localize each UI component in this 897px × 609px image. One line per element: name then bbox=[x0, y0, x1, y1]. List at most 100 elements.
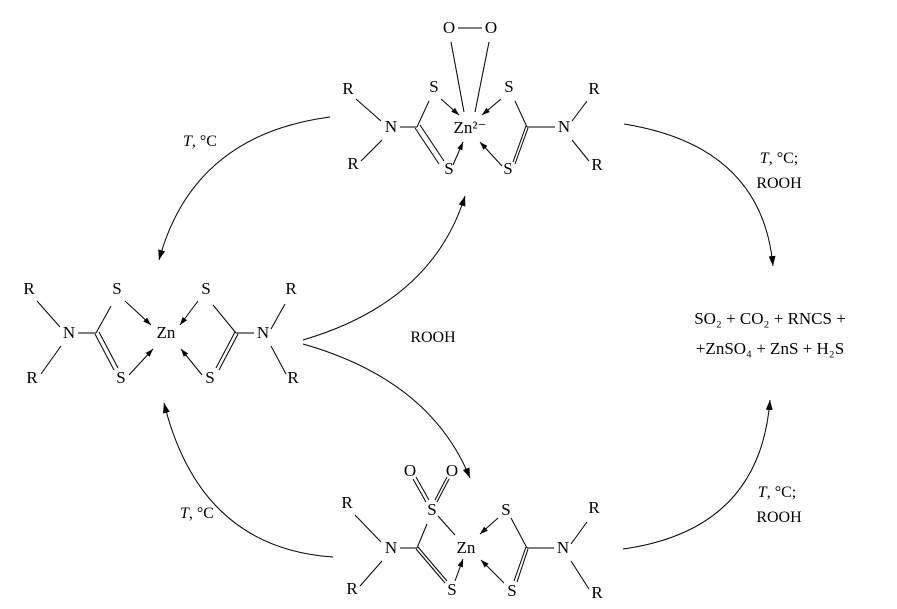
atom-R: R bbox=[588, 498, 600, 517]
label-temp-top-right: T, °C; bbox=[760, 150, 798, 167]
double-bond-c-s bbox=[415, 548, 446, 584]
dative-arrow-s-zn bbox=[128, 348, 154, 376]
double-bond-c-s bbox=[514, 127, 529, 165]
double-bond-c-s bbox=[218, 333, 239, 371]
dative-arrow-s-zn bbox=[124, 300, 152, 326]
bond-r-n bbox=[270, 303, 286, 330]
complex-peroxo-top: O O S S Zn²⁻ S S R R N N R R bbox=[342, 18, 603, 178]
double-bond-c-s bbox=[512, 125, 527, 163]
atom-R: R bbox=[591, 583, 603, 602]
atom-N: N bbox=[257, 323, 269, 342]
atom-S: S bbox=[447, 580, 456, 599]
label-rooh-top-right: ROOH bbox=[756, 175, 802, 192]
atom-S: S bbox=[501, 500, 510, 519]
atom-S: S bbox=[201, 279, 210, 298]
atom-R: R bbox=[26, 368, 38, 387]
dative-arrow-s-zn bbox=[179, 300, 199, 326]
bond-s-zn bbox=[437, 515, 456, 536]
bond-r-n bbox=[36, 300, 61, 328]
dative-arrow-s-zn bbox=[440, 98, 460, 116]
complex-zndtc-left: R R N S S Zn S S N R R bbox=[23, 279, 299, 387]
atom-R: R bbox=[341, 493, 353, 512]
double-bond-c-s bbox=[94, 333, 115, 371]
label-rooh-bottom-right: ROOH bbox=[756, 509, 802, 526]
bond-c-s bbox=[212, 304, 237, 334]
bond-r-n bbox=[570, 560, 590, 590]
bond-r-n bbox=[571, 139, 590, 162]
dative-arrow-s-zn bbox=[180, 348, 203, 376]
double-bond-c-s bbox=[513, 546, 527, 582]
double-bond-s-o bbox=[436, 478, 450, 503]
atom-S: S bbox=[444, 159, 453, 178]
double-bond-c-s bbox=[417, 546, 448, 582]
atom-R: R bbox=[347, 154, 359, 173]
atom-O: O bbox=[446, 461, 458, 480]
label-temp-bottom-left: T, °C bbox=[180, 505, 214, 522]
bond-c-s bbox=[510, 517, 528, 549]
atom-R: R bbox=[23, 279, 35, 298]
complex-bottom-bonds bbox=[354, 476, 590, 590]
bond-c-s bbox=[416, 523, 428, 549]
bond-r-n bbox=[571, 100, 588, 122]
bond-r-n bbox=[354, 514, 382, 543]
dative-arrow-s-zn bbox=[481, 98, 502, 116]
double-bond-s-o bbox=[412, 478, 427, 503]
reaction-arrow-left-to-bottom bbox=[302, 343, 471, 479]
label-rooh-center: ROOH bbox=[410, 329, 456, 346]
bond-r-n bbox=[360, 139, 383, 162]
atom-Zn: Zn bbox=[457, 538, 476, 557]
atom-N: N bbox=[385, 117, 397, 136]
atom-S: S bbox=[116, 368, 125, 387]
condition-labels: T, °C T, °C; ROOH ROOH T, °C T, °C; ROOH bbox=[180, 133, 802, 526]
atom-R: R bbox=[342, 79, 354, 98]
atom-R: R bbox=[591, 155, 603, 174]
bond-o-zn bbox=[450, 41, 465, 113]
label-temp-suffix-semicolon: , °C; bbox=[767, 484, 797, 501]
atom-R: R bbox=[588, 79, 600, 98]
double-bond-c-s bbox=[419, 124, 445, 162]
double-bond-c-s bbox=[414, 127, 440, 165]
products-line1: SO₂ + CO₂ + RNCS + bbox=[694, 309, 846, 328]
atom-Zn: Zn bbox=[157, 323, 176, 342]
atom-S: S bbox=[205, 368, 214, 387]
atom-S: S bbox=[503, 159, 512, 178]
products-line2: +ZnSO₄ + ZnS + H₂S bbox=[696, 339, 844, 358]
complex-top-bonds bbox=[355, 27, 590, 167]
products-text: SO₂ + CO₂ + RNCS + +ZnSO₄ + ZnS + H₂S bbox=[694, 309, 846, 358]
double-bond-s-o bbox=[434, 476, 448, 501]
reaction-arrow-bottom-to-left bbox=[163, 402, 334, 558]
reaction-arrow-bottom-to-products bbox=[622, 399, 773, 550]
atom-O: O bbox=[443, 18, 455, 37]
atom-N: N bbox=[385, 538, 397, 557]
bond-r-n bbox=[355, 98, 382, 122]
label-T: T bbox=[758, 484, 768, 501]
atom-N: N bbox=[63, 323, 75, 342]
bond-r-n bbox=[359, 560, 383, 587]
dative-arrow-s-zn bbox=[479, 517, 499, 535]
reaction-arrow-top-to-products bbox=[623, 123, 776, 267]
reaction-arrow-top-to-left bbox=[158, 116, 331, 261]
atom-S: S bbox=[507, 581, 516, 600]
dative-arrow-s-zn bbox=[479, 141, 503, 167]
label-temp-suffix: , °C bbox=[192, 133, 217, 150]
atom-S: S bbox=[504, 77, 513, 96]
atom-N: N bbox=[558, 117, 570, 136]
atom-O: O bbox=[404, 461, 416, 480]
bond-c-s bbox=[95, 305, 112, 334]
double-bond-s-o bbox=[415, 476, 430, 501]
dative-arrow-s-zn bbox=[454, 558, 464, 582]
atom-R: R bbox=[287, 368, 299, 387]
bond-r-n bbox=[570, 521, 588, 545]
atom-S: S bbox=[429, 77, 438, 96]
scheme-arrows bbox=[158, 116, 776, 558]
complex-so2-bottom: O O S R R N S Zn S S N R R bbox=[341, 461, 603, 602]
atom-S: S bbox=[112, 279, 121, 298]
label-T: T bbox=[183, 133, 193, 150]
label-T: T bbox=[180, 505, 190, 522]
bond-r-n bbox=[270, 345, 287, 375]
atom-Zn-charged: Zn²⁻ bbox=[454, 118, 487, 137]
bond-r-n bbox=[40, 345, 62, 375]
reaction-arrow-left-to-top bbox=[302, 195, 466, 341]
